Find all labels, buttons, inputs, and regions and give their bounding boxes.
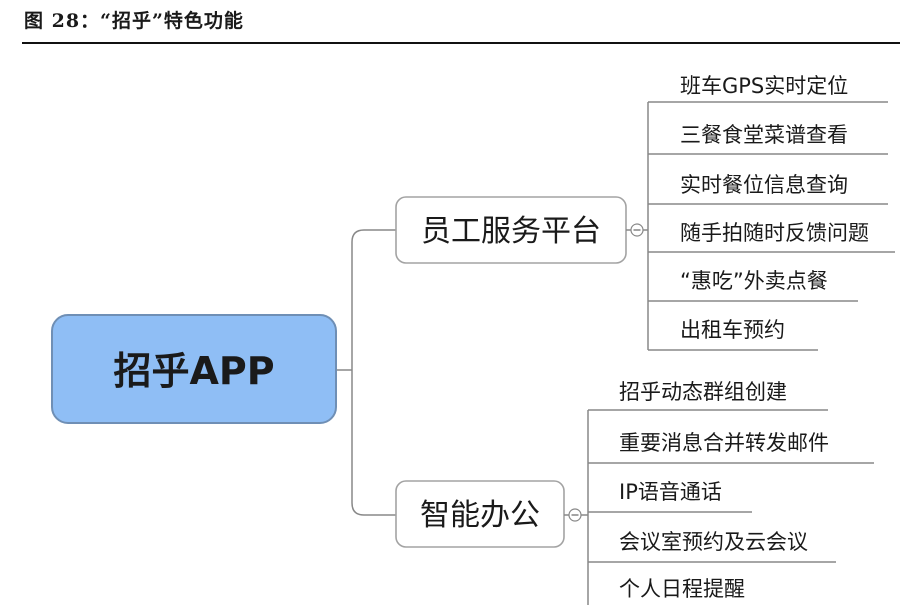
leaf-item[interactable]: 出租车预约 <box>648 318 818 351</box>
svg-text:出租车预约: 出租车预约 <box>680 318 785 342</box>
svg-text:班车GPS实时定位: 班车GPS实时定位 <box>680 74 848 98</box>
branch-label-office: 智能办公 <box>420 498 540 533</box>
svg-text:随手拍随时反馈问题: 随手拍随时反馈问题 <box>680 221 869 245</box>
svg-text:重要消息合并转发邮件: 重要消息合并转发邮件 <box>619 431 829 455</box>
branch-node-office[interactable]: 智能办公 <box>395 480 565 548</box>
leaf-item[interactable]: IP语音通话 <box>588 480 752 513</box>
leaf-item[interactable]: 班车GPS实时定位 <box>648 74 888 103</box>
branch-connector-office <box>351 370 396 516</box>
collapse-minus-icon[interactable] <box>568 508 582 522</box>
svg-text:实时餐位信息查询: 实时餐位信息查询 <box>680 173 848 197</box>
leaf-item[interactable]: 招乎动态群组创建 <box>588 380 828 411</box>
svg-text:“惠吃”外卖点餐: “惠吃”外卖点餐 <box>680 269 828 293</box>
title-rule <box>22 42 900 44</box>
branch-connector-service <box>351 229 396 370</box>
branch-label-service: 员工服务平台 <box>421 214 601 249</box>
leaf-item[interactable]: 会议室预约及云会议 <box>588 530 836 563</box>
leaf-item[interactable]: 随手拍随时反馈问题 <box>648 221 895 253</box>
collapse-minus-icon[interactable] <box>630 223 644 237</box>
svg-text:会议室预约及云会议: 会议室预约及云会议 <box>619 530 808 554</box>
svg-text:招乎动态群组创建: 招乎动态群组创建 <box>619 380 787 404</box>
leaf-item[interactable]: 重要消息合并转发邮件 <box>588 431 874 464</box>
root-node[interactable]: 招乎APP <box>51 314 337 424</box>
svg-text:个人日程提醒: 个人日程提醒 <box>619 577 745 601</box>
figure-title: 图 28：“招乎”特色功能 <box>24 10 244 32</box>
svg-text:三餐食堂菜谱查看: 三餐食堂菜谱查看 <box>680 123 848 147</box>
leaf-item[interactable]: 三餐食堂菜谱查看 <box>648 123 888 155</box>
branch-node-service[interactable]: 员工服务平台 <box>395 196 627 264</box>
svg-text:IP语音通话: IP语音通话 <box>619 480 722 504</box>
leaf-item[interactable]: 实时餐位信息查询 <box>648 173 888 205</box>
leaf-item[interactable]: “惠吃”外卖点餐 <box>648 269 858 302</box>
leaf-item[interactable]: 个人日程提醒 <box>619 577 745 601</box>
root-label: 招乎APP <box>113 349 274 393</box>
